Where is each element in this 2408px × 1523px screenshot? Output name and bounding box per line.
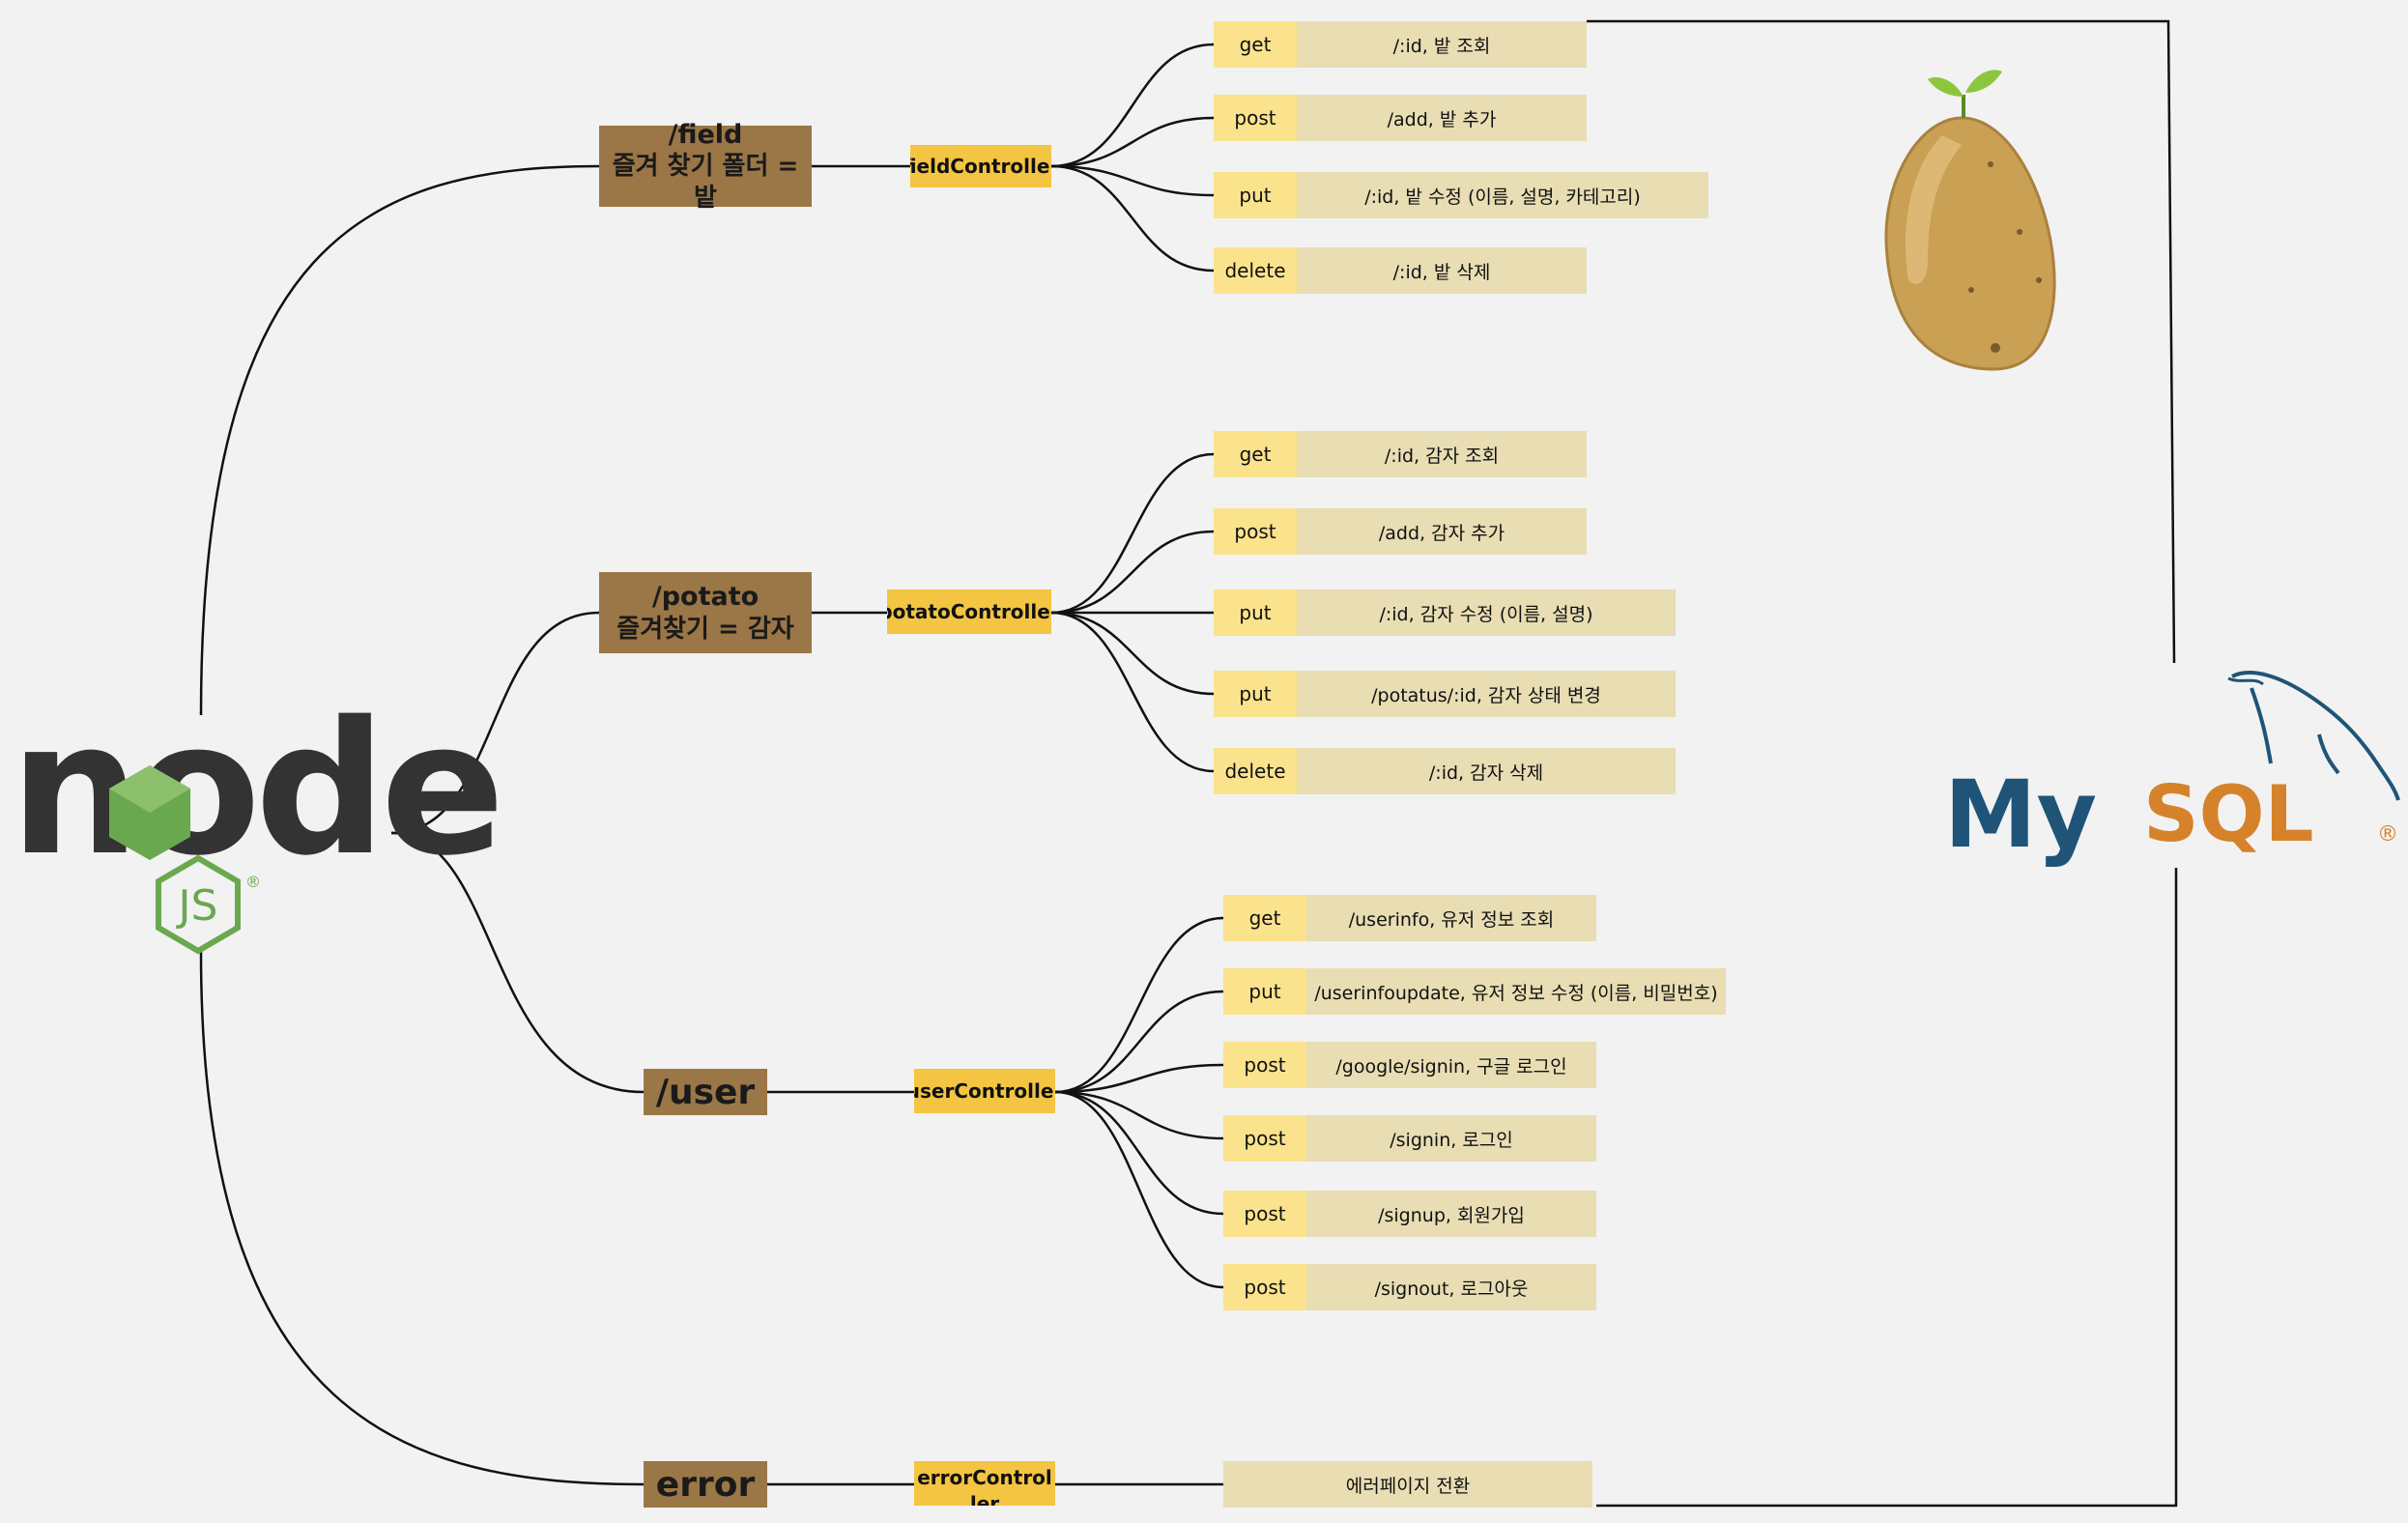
connector-node-error: [199, 951, 645, 1486]
user-endpoint-row: put/userinfoupdate, 유저 정보 수정 (이름, 비밀번호): [1223, 968, 1726, 1015]
potato-illustration: [1884, 70, 2056, 371]
http-method-label: put: [1214, 671, 1297, 717]
endpoint-description: /:id, 밭 수정 (이름, 설명, 카테고리): [1297, 172, 1708, 218]
route-potato-box: /potato 즐겨찾기 = 감자: [599, 572, 812, 653]
node-logo-text: node: [10, 682, 500, 896]
field-endpoint-row: delete/:id, 밭 삭제: [1214, 247, 1587, 294]
endpoint-description: /:id, 감자 삭제: [1297, 748, 1676, 794]
connector-mysql-bottom: [1596, 868, 2178, 1508]
connector-user-endpoint: [1054, 1063, 1224, 1094]
connector-user-endpoint: [1054, 1090, 1224, 1140]
mysql-registered: ®: [2377, 822, 2398, 847]
node-js-hexagon: [156, 854, 241, 955]
potato-endpoint-row: put/potatus/:id, 감자 상태 변경: [1214, 671, 1676, 717]
field-endpoint-row: put/:id, 밭 수정 (이름, 설명, 카테고리): [1214, 172, 1708, 218]
http-method-label: get: [1214, 431, 1297, 477]
connector-potato-endpoint: [1050, 452, 1215, 615]
route-field-desc: 즐겨 찾기 폴더 = 밭: [612, 152, 799, 213]
http-method-label: delete: [1214, 247, 1297, 294]
user-controller: userController: [914, 1069, 1055, 1113]
http-method-label: post: [1214, 95, 1297, 141]
endpoint-description: /signup, 회원가입: [1306, 1191, 1596, 1237]
http-method-label: post: [1223, 1191, 1306, 1237]
http-method-label: put: [1214, 172, 1297, 218]
route-user-path: /user: [655, 1072, 756, 1112]
endpoint-description: /google/signin, 구글 로그인: [1306, 1042, 1596, 1088]
endpoint-description: /userinfoupdate, 유저 정보 수정 (이름, 비밀번호): [1306, 968, 1726, 1015]
user-endpoint-row: post/google/signin, 구글 로그인: [1223, 1042, 1596, 1088]
route-field-path: /field: [668, 119, 743, 150]
endpoint-description: /:id, 밭 삭제: [1297, 247, 1587, 294]
endpoint-description: /add, 감자 추가: [1297, 508, 1587, 555]
potato-endpoint-row: put/:id, 감자 수정 (이름, 설명): [1214, 589, 1676, 636]
potato-endpoint-row: get/:id, 감자 조회: [1214, 431, 1587, 477]
mysql-my-text: My: [1944, 761, 2097, 869]
connector-user-endpoint: [1054, 916, 1224, 1094]
error-action: 에러페이지 전환: [1223, 1461, 1592, 1508]
endpoint-description: /signin, 로그인: [1306, 1115, 1596, 1162]
http-method-label: put: [1214, 589, 1297, 636]
endpoint-description: /signout, 로그아웃: [1306, 1264, 1596, 1310]
connector-node-field: [199, 164, 600, 716]
endpoint-description: /potatus/:id, 감자 상태 변경: [1297, 671, 1676, 717]
http-method-label: post: [1214, 508, 1297, 555]
user-endpoint-row: post/signin, 로그인: [1223, 1115, 1596, 1162]
http-method-label: post: [1223, 1115, 1306, 1162]
field-controller: fieldController: [910, 145, 1051, 187]
field-endpoint-row: post/add, 밭 추가: [1214, 95, 1587, 141]
http-method-label: get: [1214, 21, 1297, 68]
http-method-label: put: [1223, 968, 1306, 1015]
node-js-text: JS: [176, 881, 218, 931]
http-method-label: post: [1223, 1042, 1306, 1088]
connector-node-potato: [390, 611, 600, 835]
nodejs-logo: node JS ®: [10, 682, 505, 955]
mysql-sql-text: SQL: [2143, 769, 2314, 859]
route-field-box: /field 즐겨 찾기 폴더 = 밭: [599, 120, 812, 213]
connector-mysql-top: [1587, 19, 2176, 664]
user-endpoint-row: post/signup, 회원가입: [1223, 1191, 1596, 1237]
connector-field-endpoint: [1050, 116, 1215, 168]
error-controller: errorController: [914, 1461, 1055, 1506]
http-method-label: get: [1223, 895, 1306, 941]
connector-node-user: [390, 831, 645, 1094]
connector-field-endpoint: [1050, 164, 1215, 273]
user-endpoint-row: post/signout, 로그아웃: [1223, 1264, 1596, 1310]
http-method-label: post: [1223, 1264, 1306, 1310]
route-potato-desc: 즐겨찾기 = 감자: [616, 614, 794, 644]
mysql-dolphin-icon: [2231, 671, 2400, 801]
endpoint-description: /add, 밭 추가: [1297, 95, 1587, 141]
route-error-path: error: [655, 1464, 756, 1505]
connector-user-endpoint: [1054, 990, 1224, 1094]
route-error-box: error: [644, 1461, 767, 1508]
connector-user-endpoint: [1054, 1090, 1224, 1289]
connector-user-endpoint: [1054, 1090, 1224, 1216]
route-potato-path: /potato: [651, 581, 760, 612]
connector-field-endpoint: [1050, 164, 1215, 197]
http-method-label: delete: [1214, 748, 1297, 794]
mysql-logo: My SQL ®: [1944, 671, 2400, 869]
potato-endpoint-row: delete/:id, 감자 삭제: [1214, 748, 1676, 794]
user-endpoint-row: get/userinfo, 유저 정보 조회: [1223, 895, 1596, 941]
node-registered: ®: [245, 873, 261, 891]
route-user-box: /user: [644, 1069, 767, 1115]
endpoint-description: /:id, 감자 조회: [1297, 431, 1587, 477]
connector-potato-endpoint: [1050, 611, 1215, 696]
endpoint-description: /:id, 감자 수정 (이름, 설명): [1297, 589, 1676, 636]
potato-endpoint-row: post/add, 감자 추가: [1214, 508, 1587, 555]
field-endpoint-row: get/:id, 밭 조회: [1214, 21, 1587, 68]
potato-controller: potatoController: [887, 589, 1051, 634]
connector-field-endpoint: [1050, 43, 1215, 168]
endpoint-description: /userinfo, 유저 정보 조회: [1306, 895, 1596, 941]
connector-potato-endpoint: [1050, 530, 1215, 615]
endpoint-description: /:id, 밭 조회: [1297, 21, 1587, 68]
connector-potato-endpoint: [1050, 611, 1215, 773]
